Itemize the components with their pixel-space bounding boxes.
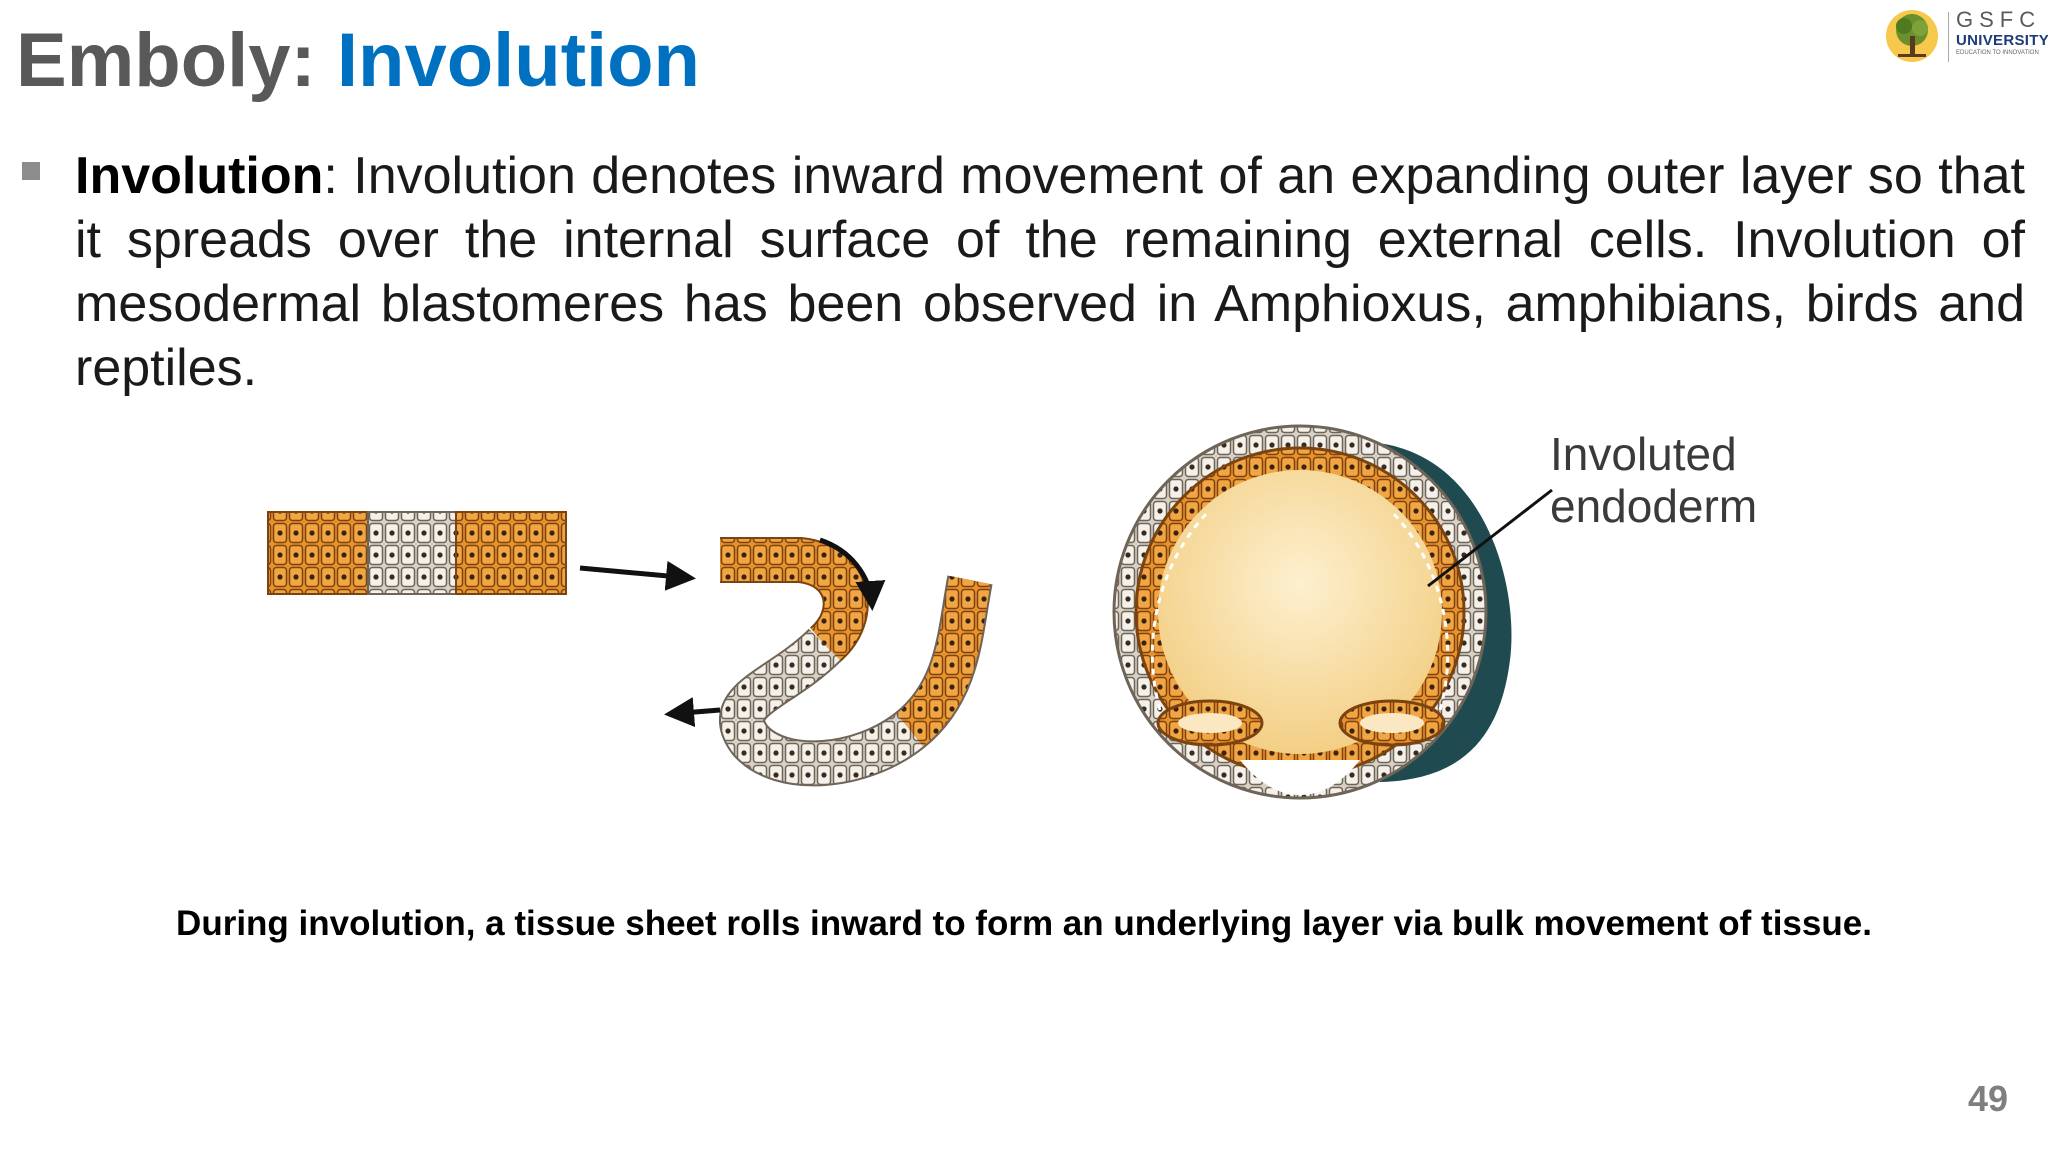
logo-line1: GSFC bbox=[1956, 7, 2042, 32]
title-prefix: Emboly: bbox=[16, 18, 337, 103]
figure-label-line1: Involuted bbox=[1550, 428, 1737, 480]
logo-line2: UNIVERSITY bbox=[1956, 32, 2048, 49]
right-arrow-icon bbox=[579, 560, 696, 591]
gastrula-section bbox=[1112, 424, 1512, 800]
bullet-paragraph: Involution: Involution denotes inward mo… bbox=[75, 144, 2025, 400]
bullet-term: Involution bbox=[75, 147, 324, 205]
figure-label-line2: endoderm bbox=[1550, 480, 1757, 532]
involution-figure: Involuted endoderm bbox=[160, 390, 1880, 830]
university-logo: GSFC UNIVERSITY EDUCATION TO INNOVATION bbox=[1884, 6, 2048, 70]
page-number: 49 bbox=[1967, 1078, 2008, 1119]
logo-tagline: EDUCATION TO INNOVATION bbox=[1956, 50, 2039, 56]
slide-title: Emboly: Involution bbox=[16, 16, 700, 106]
bullet-body: : Involution denotes inward movement of … bbox=[75, 147, 2025, 397]
title-highlight: Involution bbox=[336, 18, 700, 103]
folding-cell-sheet bbox=[719, 537, 993, 787]
figure-caption: During involution, a tissue sheet rolls … bbox=[176, 904, 1872, 943]
label-leader-line bbox=[1427, 488, 1553, 588]
left-arrow-icon bbox=[664, 697, 721, 728]
bullet-marker bbox=[22, 162, 40, 180]
logo-divider bbox=[1948, 12, 1949, 62]
flat-cell-sheet bbox=[267, 511, 567, 595]
logo-text: GSFC UNIVERSITY EDUCATION TO INNOVATION bbox=[1956, 7, 2048, 57]
curved-arrow-icon bbox=[819, 537, 886, 611]
tree-emblem-icon bbox=[1886, 10, 1938, 62]
involution-diagram: Involuted endoderm bbox=[267, 424, 1757, 800]
